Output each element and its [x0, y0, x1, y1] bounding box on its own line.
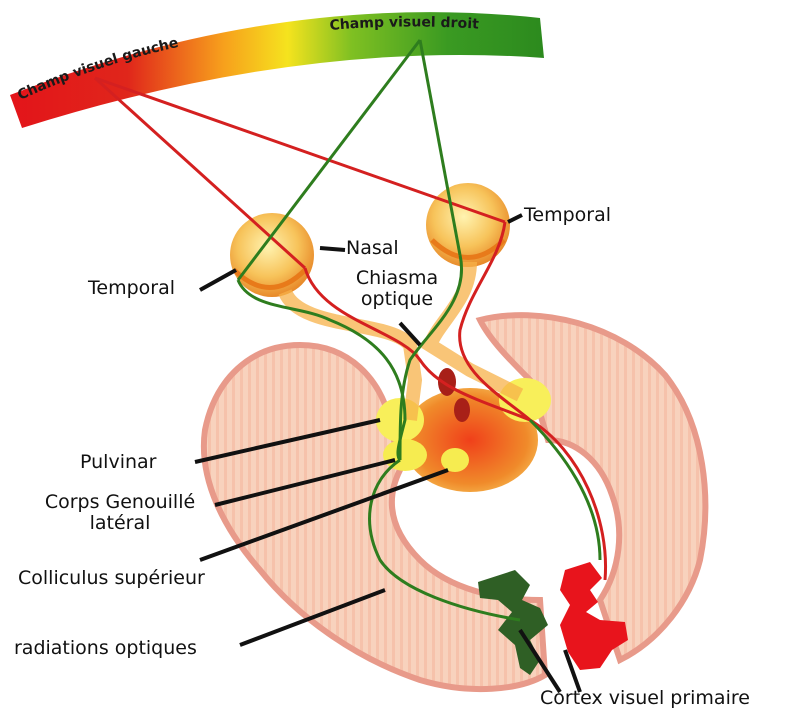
label-nasal: Nasal — [346, 238, 399, 259]
label-temporal-right: Temporal — [524, 205, 611, 226]
leader-nasal — [320, 248, 345, 250]
ventricle-2 — [454, 398, 470, 422]
colliculus-region — [441, 448, 469, 472]
label-radiations: radiations optiques — [14, 638, 197, 659]
lgn-left — [383, 439, 427, 471]
label-corps-line2: latéral — [20, 513, 220, 534]
label-chiasma-line1: Chiasma — [342, 268, 452, 289]
label-chiasma-optique: Chiasma optique — [342, 268, 452, 310]
label-cortex-visuel-primaire: Cortex visuel primaire — [540, 688, 750, 709]
right-eye — [426, 183, 510, 267]
label-chiasma-line2: optique — [342, 289, 452, 310]
label-corps-genouille-lateral: Corps Genouillé latéral — [20, 492, 220, 534]
leader-temporal-left — [200, 270, 236, 290]
label-colliculus: Colliculus supérieur — [18, 568, 205, 589]
label-pulvinar: Pulvinar — [80, 452, 156, 473]
left-eye — [230, 213, 314, 297]
label-corps-line1: Corps Genouillé — [20, 492, 220, 513]
leader-temporal-right — [508, 215, 522, 222]
label-temporal-left: Temporal — [88, 278, 175, 299]
